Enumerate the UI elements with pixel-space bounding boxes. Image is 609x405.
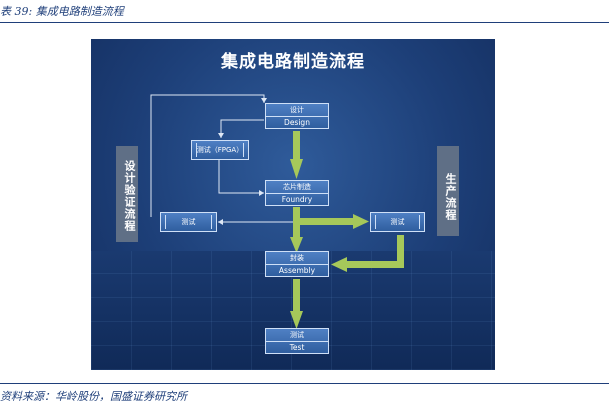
diagram-title: 集成电路制造流程 (221, 52, 365, 72)
green-arrowhead (290, 237, 303, 253)
source-note: 资料来源：华岭股份，国盛证券研究所 (0, 390, 187, 403)
fpga-to-foundry-line (218, 159, 264, 194)
green-arrow-shaft (293, 207, 300, 239)
arrowhead (259, 190, 264, 196)
green-arrow-shaft (397, 235, 404, 267)
node-assembly-zh: 封装 (266, 252, 328, 265)
node-test-zh: 测试 (266, 329, 328, 342)
arrowhead (218, 219, 223, 225)
arrowhead (218, 133, 224, 138)
green-arrow-shaft (293, 279, 300, 313)
label-production-flow: 生产流程 (437, 146, 459, 236)
green-arrow-shaft (300, 218, 355, 225)
node-assembly: 封装 Assembly (265, 251, 329, 277)
node-foundry: 芯片制造 Foundry (265, 180, 329, 206)
figure-caption: 表 39: 集成电路制造流程 (0, 5, 124, 18)
node-fpga-test: 测试（FPGA） (191, 140, 249, 160)
green-arrowhead (353, 214, 369, 229)
node-foundry-en: Foundry (281, 195, 313, 204)
node-production-test: 测试 (370, 212, 425, 232)
green-arrowhead (331, 257, 347, 272)
arrowhead (261, 98, 267, 103)
node-test: 测试 Test (265, 328, 329, 354)
diagram-panel: 集成电路制造流程 (91, 39, 495, 370)
node-foundry-zh: 芯片制造 (266, 181, 328, 194)
green-arrowhead (290, 311, 303, 329)
node-assembly-en: Assembly (278, 266, 316, 275)
flow-arrows (150, 94, 404, 329)
green-arrow-shaft (293, 131, 300, 161)
node-verify-test: 测试 (160, 212, 217, 232)
bottom-rule (0, 383, 609, 384)
node-design-zh: 设计 (266, 104, 328, 117)
green-arrowhead (290, 159, 303, 179)
label-design-verification: 设计验证流程 (116, 146, 138, 242)
node-design: 设计 Design (265, 103, 329, 129)
node-design-en: Design (284, 118, 310, 127)
green-arrow-shaft (345, 261, 404, 268)
node-test-en: Test (289, 343, 305, 352)
top-rule (0, 22, 609, 23)
design-to-fpga-line (220, 119, 264, 138)
